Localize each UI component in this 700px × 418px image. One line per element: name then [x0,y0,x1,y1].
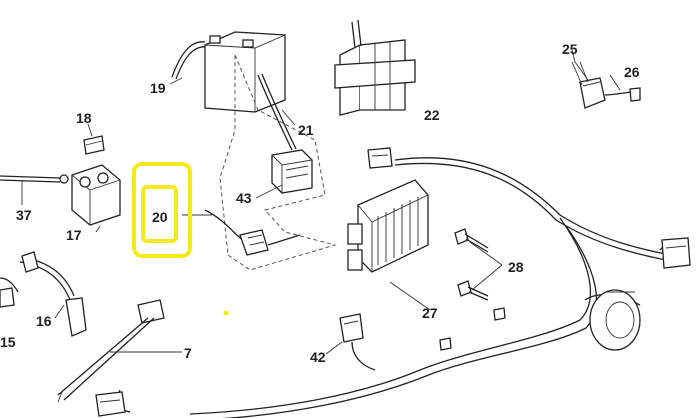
callout-43[interactable]: 43 [236,190,252,206]
callout-7[interactable]: 7 [184,345,192,361]
callout-25[interactable]: 25 [562,41,578,57]
highlight-inner [141,185,178,243]
callout-16[interactable]: 16 [36,313,52,329]
callout-15[interactable]: 15 [0,334,16,350]
part-42-sensor [339,313,376,371]
part-20-connector [204,209,301,256]
callout-42[interactable]: 42 [310,349,326,365]
highlight-outer [132,162,192,258]
callout-22[interactable]: 22 [424,107,440,123]
part-21-cable [257,73,297,151]
part-18-fuse [83,135,105,155]
assembly-outline [219,54,337,271]
part-28-bolts [454,228,489,301]
callout-27[interactable]: 27 [422,305,438,321]
harness-clip [439,307,506,351]
part-37-lead [0,174,69,184]
part-15-partial [0,277,19,308]
part-19-wire [171,41,208,80]
harness-connector-right [661,237,691,269]
part-27-regulator [347,179,429,273]
part-22-bracket [334,19,416,116]
part-7-cable-tie [57,299,165,403]
callout-26[interactable]: 26 [624,64,640,80]
callout-20[interactable]: 20 [152,209,168,225]
bottom-connector [95,389,131,417]
callout-18[interactable]: 18 [76,110,92,126]
part-43-fuse-block [271,149,313,194]
callout-28[interactable]: 28 [508,259,524,275]
part-17-relay [71,164,121,226]
harness-connector-top [367,147,393,169]
callout-21[interactable]: 21 [298,122,314,138]
round-connector [589,289,641,351]
callout-19[interactable]: 19 [150,80,166,96]
part-16-plug-cap [19,251,87,337]
highlight-dot [223,310,229,316]
leader-lines [21,49,621,355]
wiring-harness [189,157,689,418]
callout-17[interactable]: 17 [66,227,82,243]
callout-37[interactable]: 37 [16,207,32,223]
part-25-26-sensor [571,61,641,109]
